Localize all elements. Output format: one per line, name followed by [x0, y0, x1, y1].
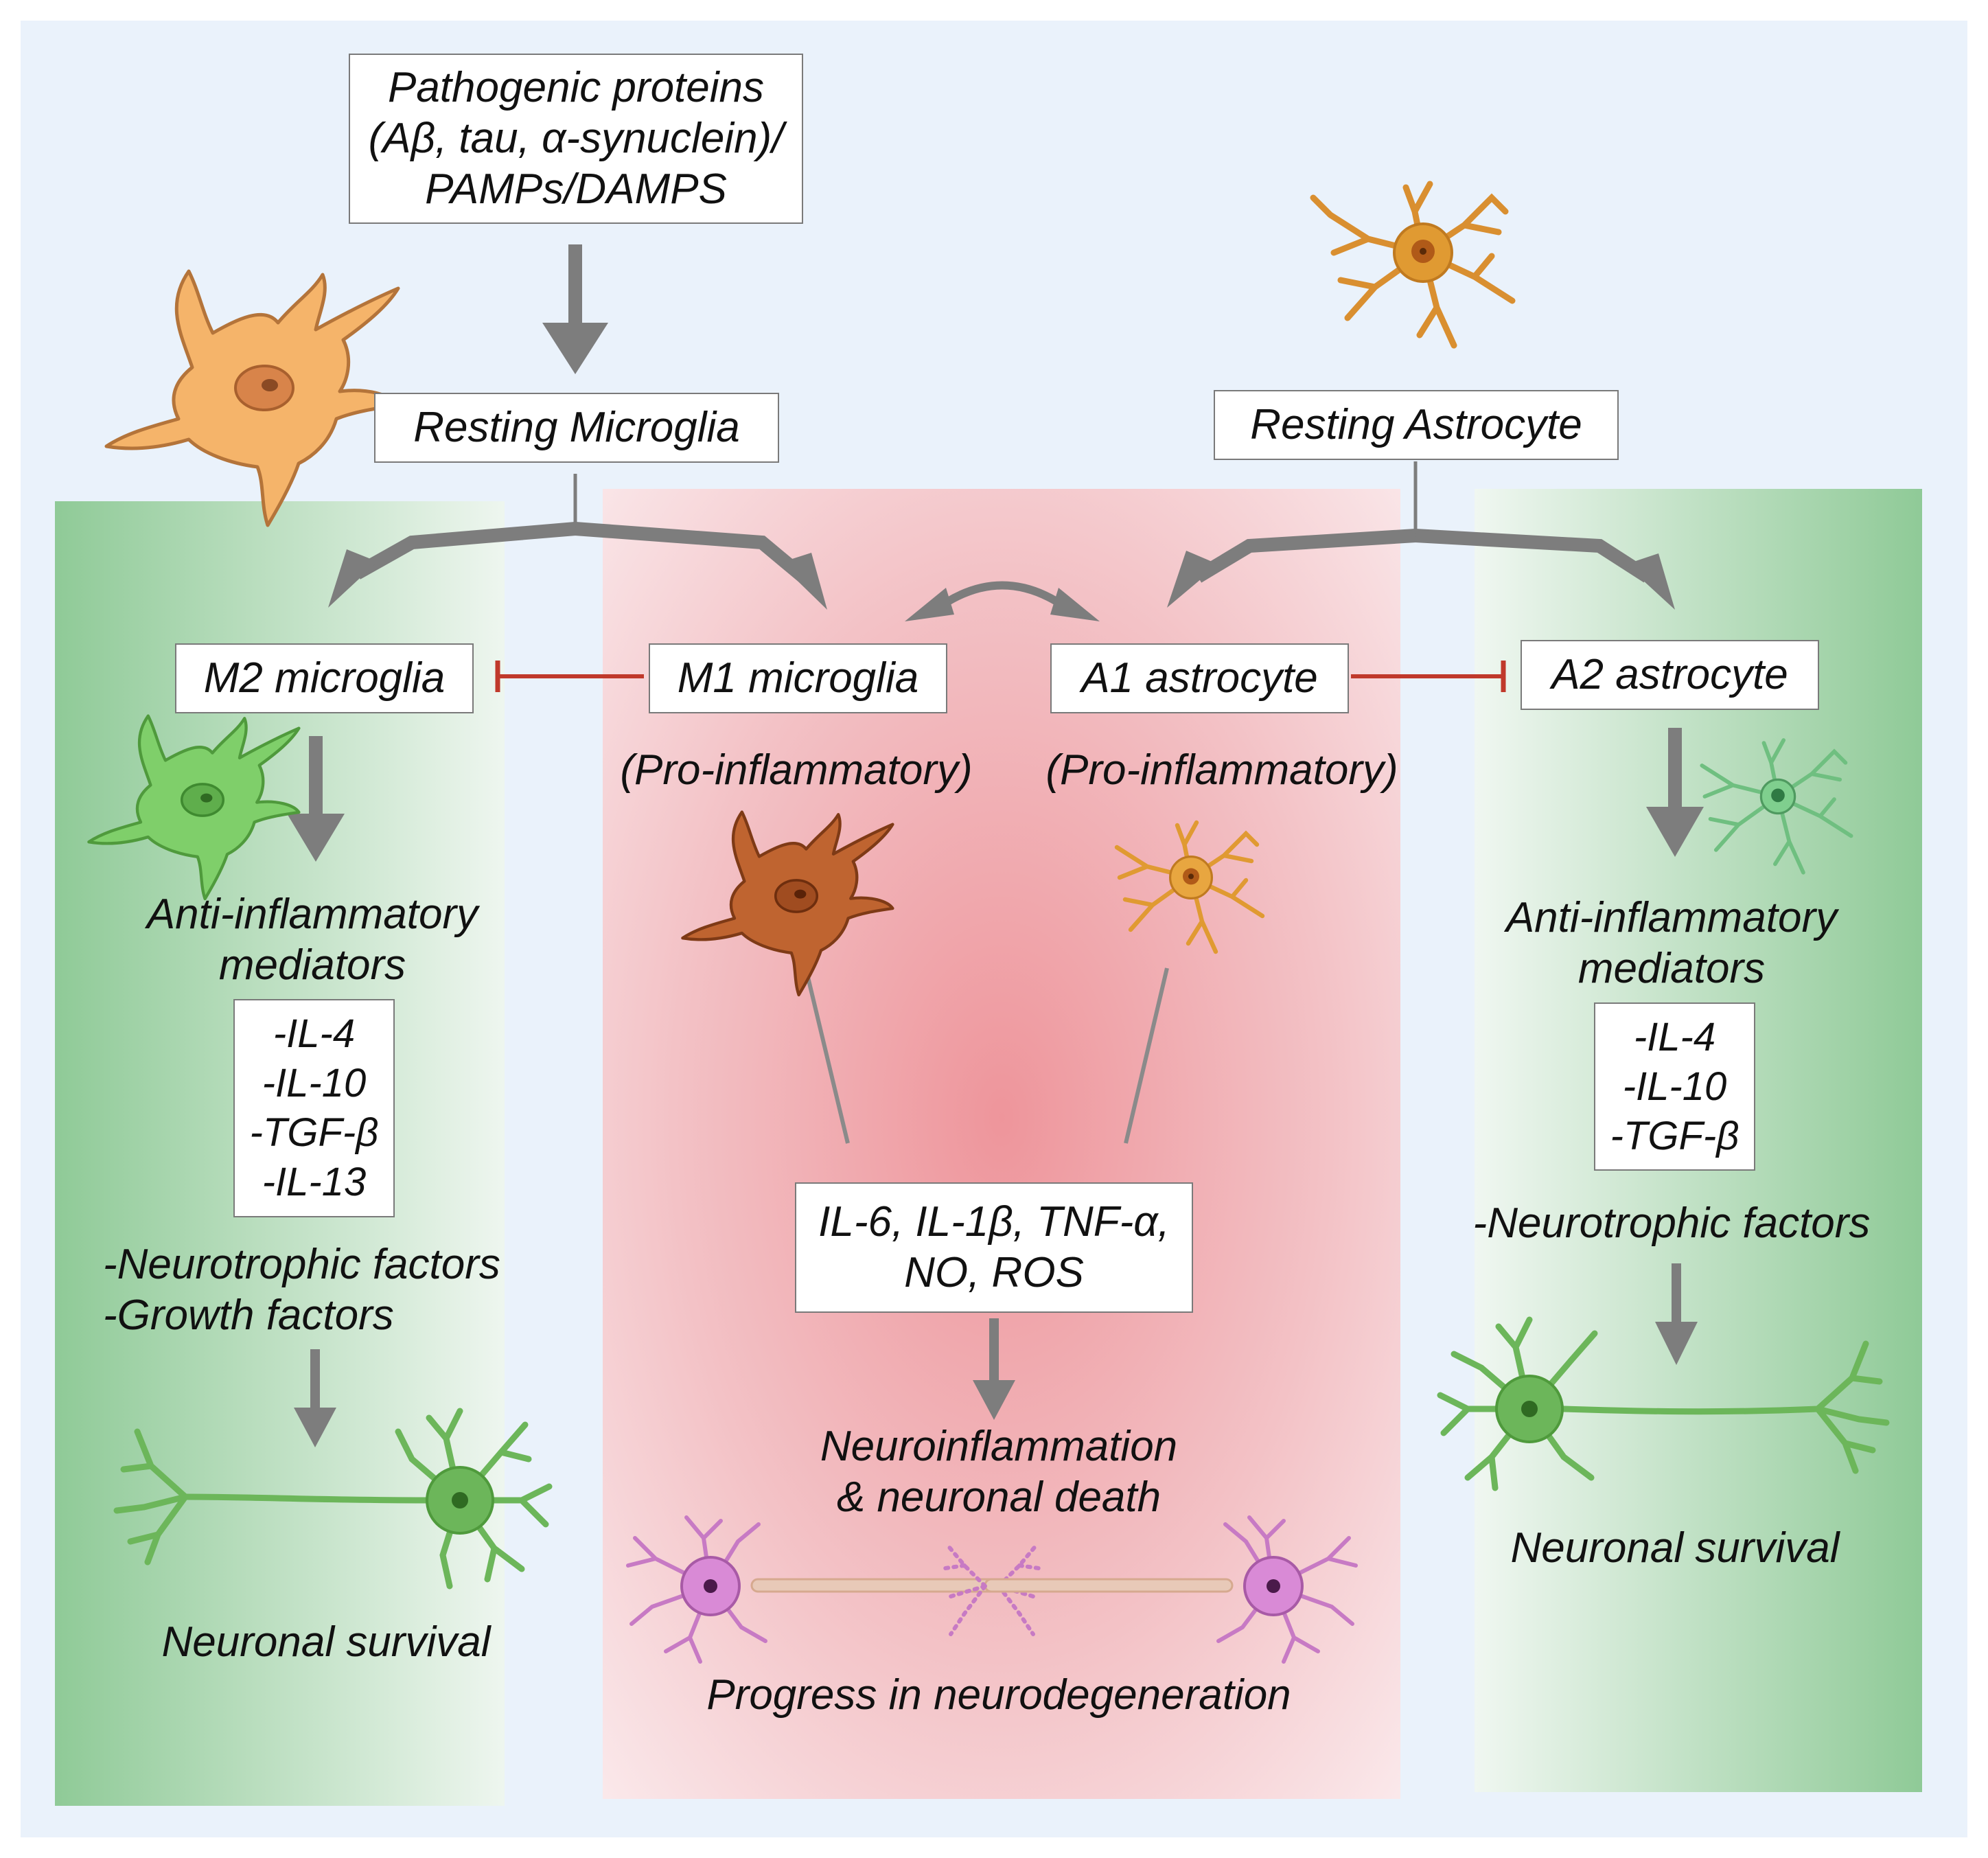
astrocyte-resting-icon: [1310, 181, 1516, 349]
arrow-m1-a1-bidirectional: [905, 581, 1100, 621]
a1-title: A1 astrocyte: [1081, 654, 1318, 702]
astrocyte-a2-icon: [1700, 738, 1853, 875]
astrocyte-a1-icon: [1114, 820, 1265, 954]
microglia-resting-icon: [104, 269, 400, 527]
m1-title: M1 microglia: [677, 654, 919, 702]
trigger-line: PAMPs/DAMPS: [425, 165, 727, 213]
a2-mediators-heading: Anti-inflammatory mediators: [1462, 893, 1881, 994]
resting-microglia-box: Resting Microglia: [374, 393, 779, 463]
m2-outcome: Neuronal survival: [161, 1618, 491, 1666]
trigger-line: Pathogenic proteins: [387, 64, 765, 111]
a2-outcome: Neuronal survival: [1510, 1524, 1840, 1572]
a2-factor: -Neurotrophic factors: [1472, 1200, 1871, 1247]
center-cytokine-line: NO, ROS: [904, 1249, 1084, 1296]
resting-astrocyte-box: Resting Astrocyte: [1214, 390, 1619, 460]
arrow-m2-to-mediators: [287, 736, 345, 862]
center-cytokine-line: IL-6, IL-1β, TNF-α,: [818, 1198, 1170, 1246]
m2-mediators-line: mediators: [218, 941, 406, 989]
center-outcome-line: Neuroinflammation: [820, 1423, 1178, 1470]
center-outcome-line: & neuronal death: [836, 1473, 1161, 1521]
inhibit-m1-to-m2: [495, 661, 644, 692]
arrow-astrocyte-split: [1167, 461, 1675, 610]
neuron-healthy-icon: [113, 1408, 553, 1590]
line-a1-to-cytokines: [1124, 967, 1169, 1144]
neuron-degenerating-icon: [626, 1515, 1045, 1664]
center-outcome: Neuroinflammation & neuronal death: [769, 1421, 1229, 1523]
arrow-microglia-split: [328, 474, 827, 610]
m2-cytokine: -IL-4: [273, 1011, 356, 1056]
a2-mediators-line: Anti-inflammatory: [1505, 894, 1838, 941]
m2-mediators-heading: Anti-inflammatory mediators: [103, 889, 522, 991]
resting-microglia-label: Resting Microglia: [413, 404, 740, 451]
arrow-trigger-to-microglia: [542, 244, 608, 374]
a2-cytokine: -IL-10: [1622, 1064, 1727, 1109]
m2-cytokine-box: -IL-4 -IL-10 -TGF-β -IL-13: [233, 999, 395, 1217]
a2-mediators-line: mediators: [1577, 945, 1766, 992]
a1-subtitle: (Pro-inflammatory): [1045, 746, 1398, 794]
trigger-box: Pathogenic proteins (Aβ, tau, α-synuclei…: [349, 54, 803, 224]
trigger-line: (Aβ, tau, α-synuclein)/: [368, 115, 784, 162]
a2-cytokine: -IL-4: [1633, 1014, 1716, 1059]
m2-microglia-box: M2 microglia: [175, 643, 474, 713]
m1-microglia-box: M1 microglia: [649, 643, 947, 713]
arrow-cytokines-to-outcome: [973, 1318, 1015, 1420]
arrow-m2-to-neuron: [294, 1349, 336, 1447]
neuron-degenerating-icon: [938, 1515, 1358, 1664]
a2-cytokine: -TGF-β: [1610, 1113, 1740, 1158]
microglia-m1-icon: [681, 810, 894, 997]
progress-label: Progress in neurodegeneration: [706, 1671, 1291, 1719]
a2-title: A2 astrocyte: [1551, 651, 1788, 698]
microglia-m2-icon: [87, 714, 301, 901]
a2-factors: -Neurotrophic factors: [1442, 1198, 1902, 1249]
resting-astrocyte-label: Resting Astrocyte: [1250, 401, 1582, 448]
a2-astrocyte-box: A2 astrocyte: [1521, 640, 1819, 710]
line-m1-to-cytokines: [805, 971, 850, 1144]
pro-inflammatory-cytokine-box: IL-6, IL-1β, TNF-α, NO, ROS: [795, 1182, 1193, 1313]
m2-factor: -Neurotrophic factors: [103, 1241, 500, 1288]
m2-cytokine: -IL-13: [262, 1160, 367, 1204]
m2-title: M2 microglia: [203, 654, 446, 702]
m1-subtitle: (Pro-inflammatory): [620, 746, 973, 794]
inhibit-a1-to-a2: [1351, 661, 1506, 692]
a2-cytokine-box: -IL-4 -IL-10 -TGF-β: [1594, 1002, 1755, 1171]
neuron-healthy-icon: [1437, 1316, 1890, 1491]
m2-cytokine: -IL-10: [262, 1061, 367, 1105]
m2-cytokine: -TGF-β: [249, 1110, 379, 1155]
m2-factors: -Neurotrophic factors -Growth factors: [103, 1239, 542, 1341]
m2-mediators-line: Anti-inflammatory: [146, 891, 478, 938]
m2-factor: -Growth factors: [103, 1292, 394, 1339]
a1-astrocyte-box: A1 astrocyte: [1050, 643, 1349, 713]
arrow-a2-to-neuron: [1655, 1263, 1698, 1365]
arrow-a2-to-mediators: [1646, 728, 1704, 857]
